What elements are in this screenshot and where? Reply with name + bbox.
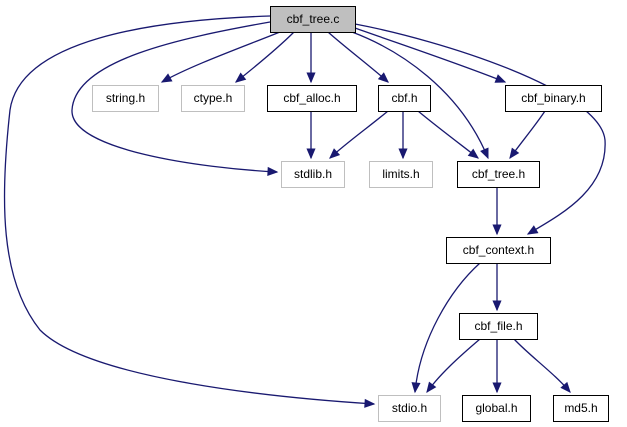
edge-cbf-h-to-stdlib-h [329, 110, 389, 159]
edge-cbf-context-h-to-stdio-h [414, 262, 481, 393]
node-stdio-h: stdio.h [378, 395, 441, 422]
node-label: cbf_tree.c [287, 12, 340, 26]
node-global-h[interactable]: global.h [462, 395, 531, 422]
node-label: limits.h [382, 167, 419, 181]
edge-cbf-h-to-cbf-tree-h [417, 110, 479, 159]
arrowhead-cbf-tree-c-to-cbf-tree-h [480, 147, 489, 160]
arrowhead-cbf-tree-c-to-cbf-alloc-h [306, 72, 316, 84]
arrowhead-cbf-file-h-to-global-h [492, 382, 502, 394]
node-box [267, 85, 357, 112]
edge-cbf-tree-c-to-cbf-tree-h [351, 31, 489, 159]
node-cbf-alloc-h[interactable]: cbf_alloc.h [267, 85, 357, 112]
node-label: cbf.h [391, 91, 417, 105]
edge-cbf-tree-c-to-stdlib-h [71, 21, 278, 173]
node-label: cbf_context.h [463, 243, 534, 257]
node-box [92, 85, 159, 112]
node-box [378, 395, 441, 422]
arrowhead-cbf-tree-c-to-stdlib-h [267, 166, 279, 177]
arrowhead-cbf-h-to-cbf-tree-h [467, 148, 480, 159]
node-stdlib-h: stdlib.h [281, 161, 345, 188]
node-cbf-tree-c[interactable]: cbf_tree.c [270, 6, 356, 33]
node-cbf-binary-h[interactable]: cbf_binary.h [505, 85, 602, 112]
edge-cbf-tree-c-to-cbf-binary-h [354, 27, 506, 83]
node-box [457, 161, 540, 188]
arrowhead-cbf-file-h-to-md5-h [560, 381, 571, 393]
arrowhead-cbf-context-h-to-stdio-h [411, 382, 421, 394]
node-string-h: string.h [92, 85, 159, 112]
edges-layer [3, 15, 606, 408]
node-box [553, 395, 609, 422]
arrowhead-cbf-tree-c-to-ctype-h [234, 72, 247, 83]
node-box [462, 395, 531, 422]
node-box [181, 85, 245, 112]
edge-cbf-file-h-to-md5-h [513, 338, 571, 393]
node-cbf-h[interactable]: cbf.h [378, 85, 431, 112]
node-label: stdlib.h [294, 167, 332, 181]
node-box [270, 6, 356, 33]
node-box [459, 313, 538, 340]
node-label: md5.h [564, 401, 597, 415]
arrowhead-cbf-tree-h-to-cbf-context-h [492, 224, 502, 236]
nodes-layer: cbf_tree.c string.h ctype.h cbf_alloc.h cbf.… [92, 6, 609, 422]
node-label: stdio.h [392, 401, 427, 415]
node-label: cbf_binary.h [521, 91, 585, 105]
arrowhead-cbf-binary-h-to-cbf-tree-h [509, 147, 520, 160]
arrowhead-cbf-tree-c-to-stdio-h [364, 398, 376, 408]
edge-cbf-tree-c-to-string-h [161, 31, 281, 83]
arrowhead-cbf-tree-c-to-cbf-h [377, 72, 389, 83]
node-label: cbf_alloc.h [283, 91, 340, 105]
edge-cbf-file-h-to-stdio-h [426, 338, 481, 393]
arrowhead-cbf-tree-c-to-string-h [160, 73, 173, 83]
arrowhead-cbf-tree-c-to-cbf-context-h [526, 225, 539, 235]
edge-cbf-tree-c-to-stdio-h [3, 15, 375, 405]
node-label: cbf_tree.h [472, 167, 525, 181]
arrowhead-cbf-h-to-stdlib-h [329, 148, 341, 159]
edge-cbf-tree-c-to-ctype-h [235, 31, 295, 83]
node-label: global.h [475, 401, 517, 415]
node-box [446, 237, 551, 264]
node-cbf-tree-h[interactable]: cbf_tree.h [457, 161, 540, 188]
node-cbf-context-h[interactable]: cbf_context.h [446, 237, 551, 264]
node-ctype-h: ctype.h [181, 85, 245, 112]
node-box [369, 161, 433, 188]
node-cbf-file-h[interactable]: cbf_file.h [459, 313, 538, 340]
node-limits-h: limits.h [369, 161, 433, 188]
arrowhead-cbf-h-to-limits-h [398, 148, 408, 160]
node-box [505, 85, 602, 112]
arrowhead-cbf-alloc-h-to-stdlib-h [306, 148, 316, 160]
node-label: ctype.h [194, 91, 233, 105]
arrowhead-cbf-context-h-to-cbf-file-h [492, 300, 502, 312]
node-md5-h[interactable]: md5.h [553, 395, 609, 422]
node-box [378, 85, 431, 112]
node-label: cbf_file.h [474, 319, 522, 333]
arrowhead-cbf-tree-c-to-cbf-binary-h [494, 74, 507, 83]
node-label: string.h [106, 91, 145, 105]
arrowhead-cbf-file-h-to-stdio-h [426, 381, 437, 394]
node-box [281, 161, 345, 188]
edge-cbf-tree-c-to-cbf-context-h [354, 23, 606, 235]
edge-cbf-tree-c-to-cbf-h [327, 31, 389, 83]
